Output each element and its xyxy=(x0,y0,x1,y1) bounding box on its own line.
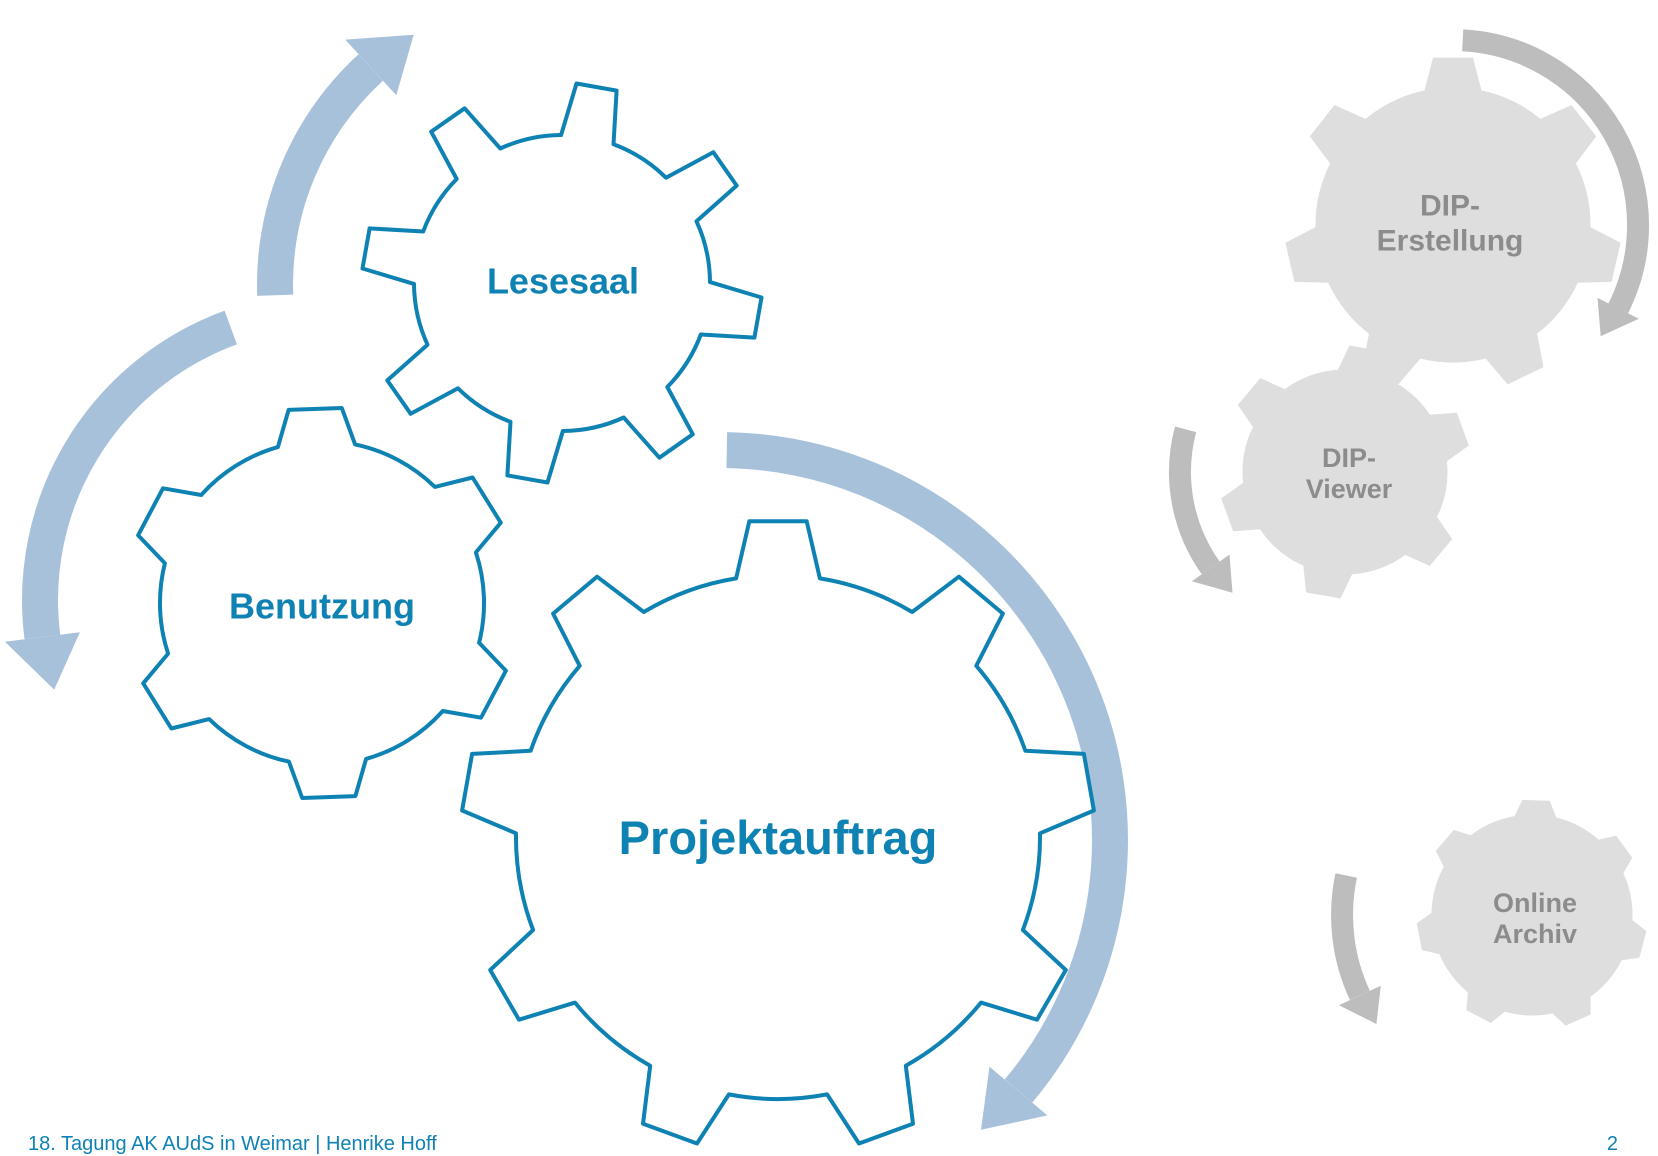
gear-online-archiv xyxy=(1416,799,1647,1026)
arrow-grey-online-archiv-band xyxy=(1331,873,1370,1001)
arrow-right-head xyxy=(981,1066,1048,1130)
gear-label-dip-viewer-line1: DIP- xyxy=(1321,442,1376,473)
gears-layer xyxy=(136,57,1647,1146)
gear-label-projektauftrag: Projektauftrag xyxy=(618,810,938,864)
gear-label-dip-viewer: DIP- Viewer xyxy=(1306,443,1393,505)
arrow-grey-dip-viewer-band xyxy=(1168,426,1220,575)
gear-benutzung xyxy=(136,406,508,800)
arrow-grey-online-archiv-head xyxy=(1338,985,1381,1024)
arrow-grey-dip-erstellung-head xyxy=(1597,297,1639,337)
gear-dip-viewer xyxy=(1221,345,1469,599)
gear-dip-erstellung xyxy=(1285,57,1621,385)
arrow-left-band xyxy=(22,310,238,640)
gear-label-online-archiv: Online Archiv xyxy=(1493,888,1577,950)
arrow-grey-dip-erstellung-band xyxy=(1462,29,1650,314)
arrow-left-head xyxy=(4,632,80,690)
gear-label-dip-erstellung-line2: Erstellung xyxy=(1376,224,1524,257)
gear-lesesaal xyxy=(360,81,764,485)
gear-label-online-archiv-line1: Online xyxy=(1492,887,1578,918)
gear-label-lesesaal: Lesesaal xyxy=(486,260,640,302)
gear-label-benutzung: Benutzung xyxy=(229,585,415,627)
arrow-right-band xyxy=(726,432,1128,1103)
gear-label-dip-erstellung: DIP- Erstellung xyxy=(1377,190,1524,259)
arrow-grey-dip-viewer-head xyxy=(1191,554,1233,593)
gear-label-online-archiv-line2: Archiv xyxy=(1492,919,1578,949)
page-number: 2 xyxy=(1606,1133,1618,1155)
gear-label-dip-erstellung-line1: DIP- xyxy=(1419,189,1480,223)
arrow-top-head xyxy=(345,34,414,96)
gear-projektauftrag xyxy=(460,519,1096,1146)
gear-label-dip-viewer-line2: Viewer xyxy=(1305,474,1393,504)
arrow-top-band xyxy=(257,54,383,296)
arrows-layer xyxy=(4,29,1650,1130)
footer-caption: 18. Tagung AK AUdS in Weimar | Henrike H… xyxy=(28,1133,437,1155)
